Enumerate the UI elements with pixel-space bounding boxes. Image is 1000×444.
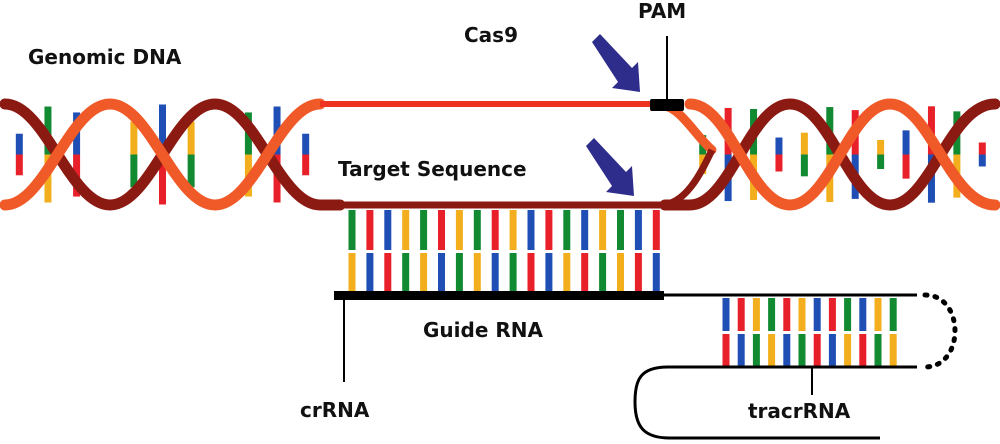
antirepeat-base (813, 334, 821, 366)
tetraloop-dashed (922, 292, 958, 370)
target-base (384, 210, 392, 250)
guide-base (420, 253, 428, 291)
antirepeat-base (828, 334, 836, 366)
target-base (491, 210, 499, 250)
guide-rna-bar (334, 291, 664, 300)
target-base (652, 210, 660, 250)
right-helix-base-bottom (877, 154, 885, 170)
left-helix-base-bottom (187, 154, 195, 188)
antirepeat-base (737, 334, 745, 366)
guide-base (599, 253, 607, 291)
antirepeat-base (722, 334, 730, 366)
right-helix-base-top (978, 142, 986, 155)
guide-base (348, 253, 356, 291)
target-base (420, 210, 428, 250)
cas9-label: Cas9 (464, 23, 518, 47)
guide-base (617, 253, 624, 291)
antirepeat-base (859, 334, 867, 366)
right-helix-base-top (902, 130, 910, 155)
repeat-base (737, 298, 745, 331)
right-helix (659, 98, 1000, 211)
repeat-base (752, 298, 760, 331)
target-strand (320, 148, 716, 209)
target-sequence-label: Target Sequence (338, 157, 527, 181)
right-helix-light-strand (684, 98, 1000, 211)
target-base (563, 210, 571, 250)
target-base (527, 210, 535, 250)
antirepeat-base (874, 334, 882, 366)
repeat-base (874, 298, 882, 331)
cas9-arrow-top (592, 34, 640, 92)
target-base (617, 210, 624, 250)
left-helix-base-top (302, 133, 310, 155)
target-base (599, 210, 607, 250)
repeat-base (798, 298, 806, 331)
right-helix-base-bottom (775, 154, 783, 172)
guide-base (509, 253, 517, 291)
guide-base (527, 253, 535, 291)
antirepeat-base (752, 334, 760, 366)
target-base (438, 210, 445, 250)
right-helix-base-top (800, 132, 808, 155)
guide-base (455, 253, 463, 291)
left-helix-base-bottom (130, 154, 138, 188)
target-base (509, 210, 517, 250)
antirepeat-base (798, 334, 806, 366)
right-helix-base-top (775, 137, 783, 155)
repeat-base (813, 298, 821, 331)
tracrrna-label: tracrRNA (748, 399, 851, 423)
antirepeat-base (844, 334, 852, 366)
repeat-base (722, 298, 730, 331)
cas9-arrow-bottom (586, 138, 634, 196)
repeat-base (859, 298, 867, 331)
repeat-base (844, 298, 852, 331)
guide-base (581, 253, 589, 291)
genomic-dna-label: Genomic DNA (28, 45, 182, 69)
target-base (634, 210, 642, 250)
right-helix-base-top (877, 139, 885, 155)
guide-base (545, 253, 553, 291)
target-base (366, 210, 374, 250)
tracrrna-strand (633, 365, 917, 440)
guide-base (473, 253, 481, 291)
left-helix-base-top (15, 133, 23, 155)
target-base (402, 210, 410, 250)
right-helix-base-bottom (978, 154, 986, 167)
target-base (473, 210, 481, 250)
guide-base (652, 253, 660, 291)
left-helix-base-bottom (302, 154, 310, 176)
left-helix-base-bottom (159, 154, 166, 205)
repeat-base (783, 298, 791, 331)
antirepeat-base (768, 334, 776, 366)
guide-base (402, 253, 410, 291)
target-base (455, 210, 463, 250)
left-helix (0, 98, 346, 211)
target-base (545, 210, 553, 250)
repeat-base (768, 298, 776, 331)
guide-base (634, 253, 642, 291)
antirepeat-base (783, 334, 791, 366)
guide-base (491, 253, 499, 291)
guide-base (384, 253, 392, 291)
guide-base (366, 253, 374, 291)
right-helix-base-bottom (800, 154, 808, 177)
repeat-base (889, 298, 897, 331)
antirepeat-base (889, 334, 897, 366)
left-helix-base-bottom (15, 154, 23, 176)
guide-base (563, 253, 571, 291)
guide-rna-label: Guide RNA (423, 318, 543, 342)
left-helix-base-top (159, 104, 166, 155)
pam-block (650, 99, 684, 111)
left-helix-light-strand (0, 98, 326, 211)
guide-base (438, 253, 445, 291)
pam-label: PAM (638, 0, 686, 23)
left-helix-base-top (130, 121, 138, 155)
repeat-base (828, 298, 836, 331)
right-helix-base-bottom (902, 154, 910, 179)
crrna-label: crRNA (300, 398, 370, 422)
left-helix-base-top (187, 121, 195, 155)
target-base (348, 210, 356, 250)
target-base (581, 210, 589, 250)
